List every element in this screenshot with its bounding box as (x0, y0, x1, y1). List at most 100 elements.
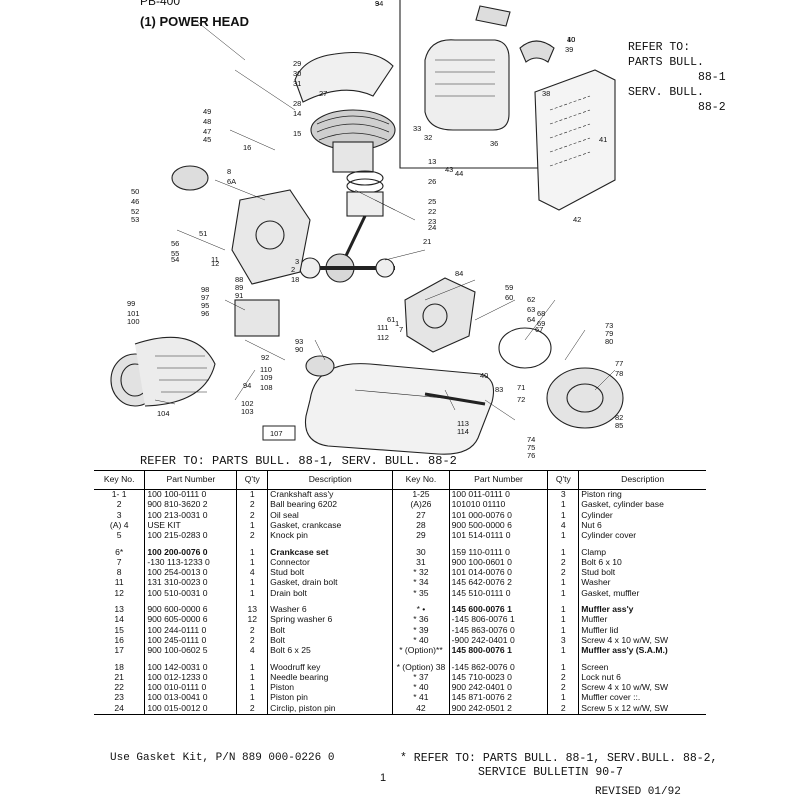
callout-label: 99 (127, 299, 135, 308)
table-cell: 30 (392, 547, 450, 558)
col-description: Description (578, 470, 706, 490)
table-cell: 29 (392, 530, 450, 542)
table-cell: 101 514-0111 0 (448, 530, 548, 542)
table-cell: 2 (116, 499, 122, 510)
table-cell: 900 100-0601 0 (448, 557, 548, 568)
callout-label: 27 (319, 89, 327, 98)
table-cell: -145 863-0076 0 (448, 625, 548, 636)
refer-footnote: * REFER TO: PARTS BULL. 88-1, SERV.BULL.… (400, 752, 717, 780)
table-cell: -145 806-0076 1 (448, 614, 548, 626)
table-cell: Muffler lid (578, 625, 706, 636)
table-cell: Spring washer 6 (267, 614, 393, 626)
callout-label: 34 (375, 0, 383, 8)
table-cell: 4 (236, 645, 268, 657)
callout-label: 95 (201, 301, 209, 310)
table-cell: * 36 (392, 614, 450, 626)
table-cell: * 40 (392, 682, 450, 694)
table-cell: 5 (116, 530, 122, 541)
table-cell: 21 (114, 671, 124, 682)
callout-label: 36 (490, 139, 498, 148)
callout-label: 104 (157, 409, 170, 418)
page-number: 1 (380, 772, 387, 784)
table-cell: 100 012-1233 0 (144, 672, 237, 683)
table-cell: 8 (116, 567, 122, 578)
table-cell (448, 598, 548, 605)
table-cell (144, 656, 237, 663)
table-cell: 900 500-0000 6 (448, 520, 548, 532)
table-cell: 145 642-0076 2 (448, 577, 548, 589)
callout-label: 108 (260, 383, 273, 392)
table-cell: Knock pin (267, 530, 393, 542)
table-cell: 100 010-0111 0 (144, 682, 237, 694)
callout-label: 60 (505, 293, 513, 302)
table-cell: Clamp (578, 547, 706, 558)
table-cell: Bolt (267, 635, 393, 647)
callout-label: 52 (131, 207, 139, 216)
table-cell: Nut 6 (578, 520, 706, 532)
table-cell: 4 (236, 567, 268, 579)
callout-label: 76 (527, 451, 535, 460)
callout-label: 40 (480, 371, 488, 380)
table-cell: 1 (547, 577, 579, 589)
callout-label: 8 (227, 167, 231, 176)
table-cell: 17 (114, 645, 124, 656)
table-cell: 27 (392, 510, 450, 521)
table-cell: Cylinder cover (578, 530, 706, 542)
table-cell: 1 (236, 557, 268, 568)
callout-label: 111 (377, 323, 388, 332)
table-cell (236, 541, 268, 548)
table-cell: 2 (547, 557, 579, 568)
table-cell (448, 656, 548, 663)
callout-label: 61 (387, 315, 395, 324)
callout-label: 50 (131, 187, 139, 196)
table-cell: * • (392, 604, 450, 616)
callout-label: 10 (567, 35, 575, 44)
callout-label: 32 (424, 133, 432, 142)
table-cell: Bolt (267, 625, 393, 636)
callout-label: 54 (171, 255, 179, 264)
callout-label: 92 (261, 353, 269, 362)
page-title: (1) POWER HEAD (140, 14, 250, 29)
table-cell: 159 110-0111 0 (448, 547, 548, 558)
callout-label: 77 (615, 359, 623, 368)
table-cell: (A) 4 (109, 519, 129, 530)
col-qty: Q'ty (547, 470, 579, 490)
callout-label: 21 (423, 237, 431, 246)
table-cell: 900 600-0000 6 (144, 604, 237, 616)
callout-label: 100 (127, 317, 140, 326)
callout-label: 56 (171, 239, 179, 248)
table-cell: 1 (547, 604, 579, 616)
callout-label: 25 (428, 197, 436, 206)
table-cell: 2 (236, 625, 268, 636)
table-cell: 1 (547, 614, 579, 626)
table-cell: Crankshaft ass'y (267, 489, 393, 501)
table-cell: 24 (94, 703, 145, 715)
table-cell: * 39 (392, 625, 450, 636)
callout-label: 31 (293, 79, 301, 88)
callout-label: 82 (615, 413, 623, 422)
table-cell: -145 862-0076 0 (448, 662, 548, 673)
table-cell: 16 (114, 634, 124, 645)
refer-line: 88-2 (698, 101, 726, 114)
callout-label: 75 (527, 443, 535, 452)
callout-label: 110 (260, 365, 272, 374)
col-part-number: Part Number (144, 470, 237, 490)
callout-label: 39 (565, 45, 573, 54)
callout-label: 24 (428, 223, 436, 232)
table-cell (144, 598, 237, 605)
table-cell: Screen (578, 662, 706, 673)
table-cell (547, 656, 579, 663)
callout-label: 88 (235, 275, 243, 284)
table-cell: Lock nut 6 (578, 672, 706, 683)
table-cell: 1 (547, 499, 579, 511)
table-cell: 2 (547, 682, 579, 694)
table-cell: 42 (392, 703, 450, 715)
refer-to-bulletin: REFER TO: PARTS BULL. 88-1, SERV. BULL. … (140, 454, 457, 468)
table-cell: Bolt 6 x 10 (578, 557, 706, 568)
table-cell: Connector (267, 557, 393, 568)
